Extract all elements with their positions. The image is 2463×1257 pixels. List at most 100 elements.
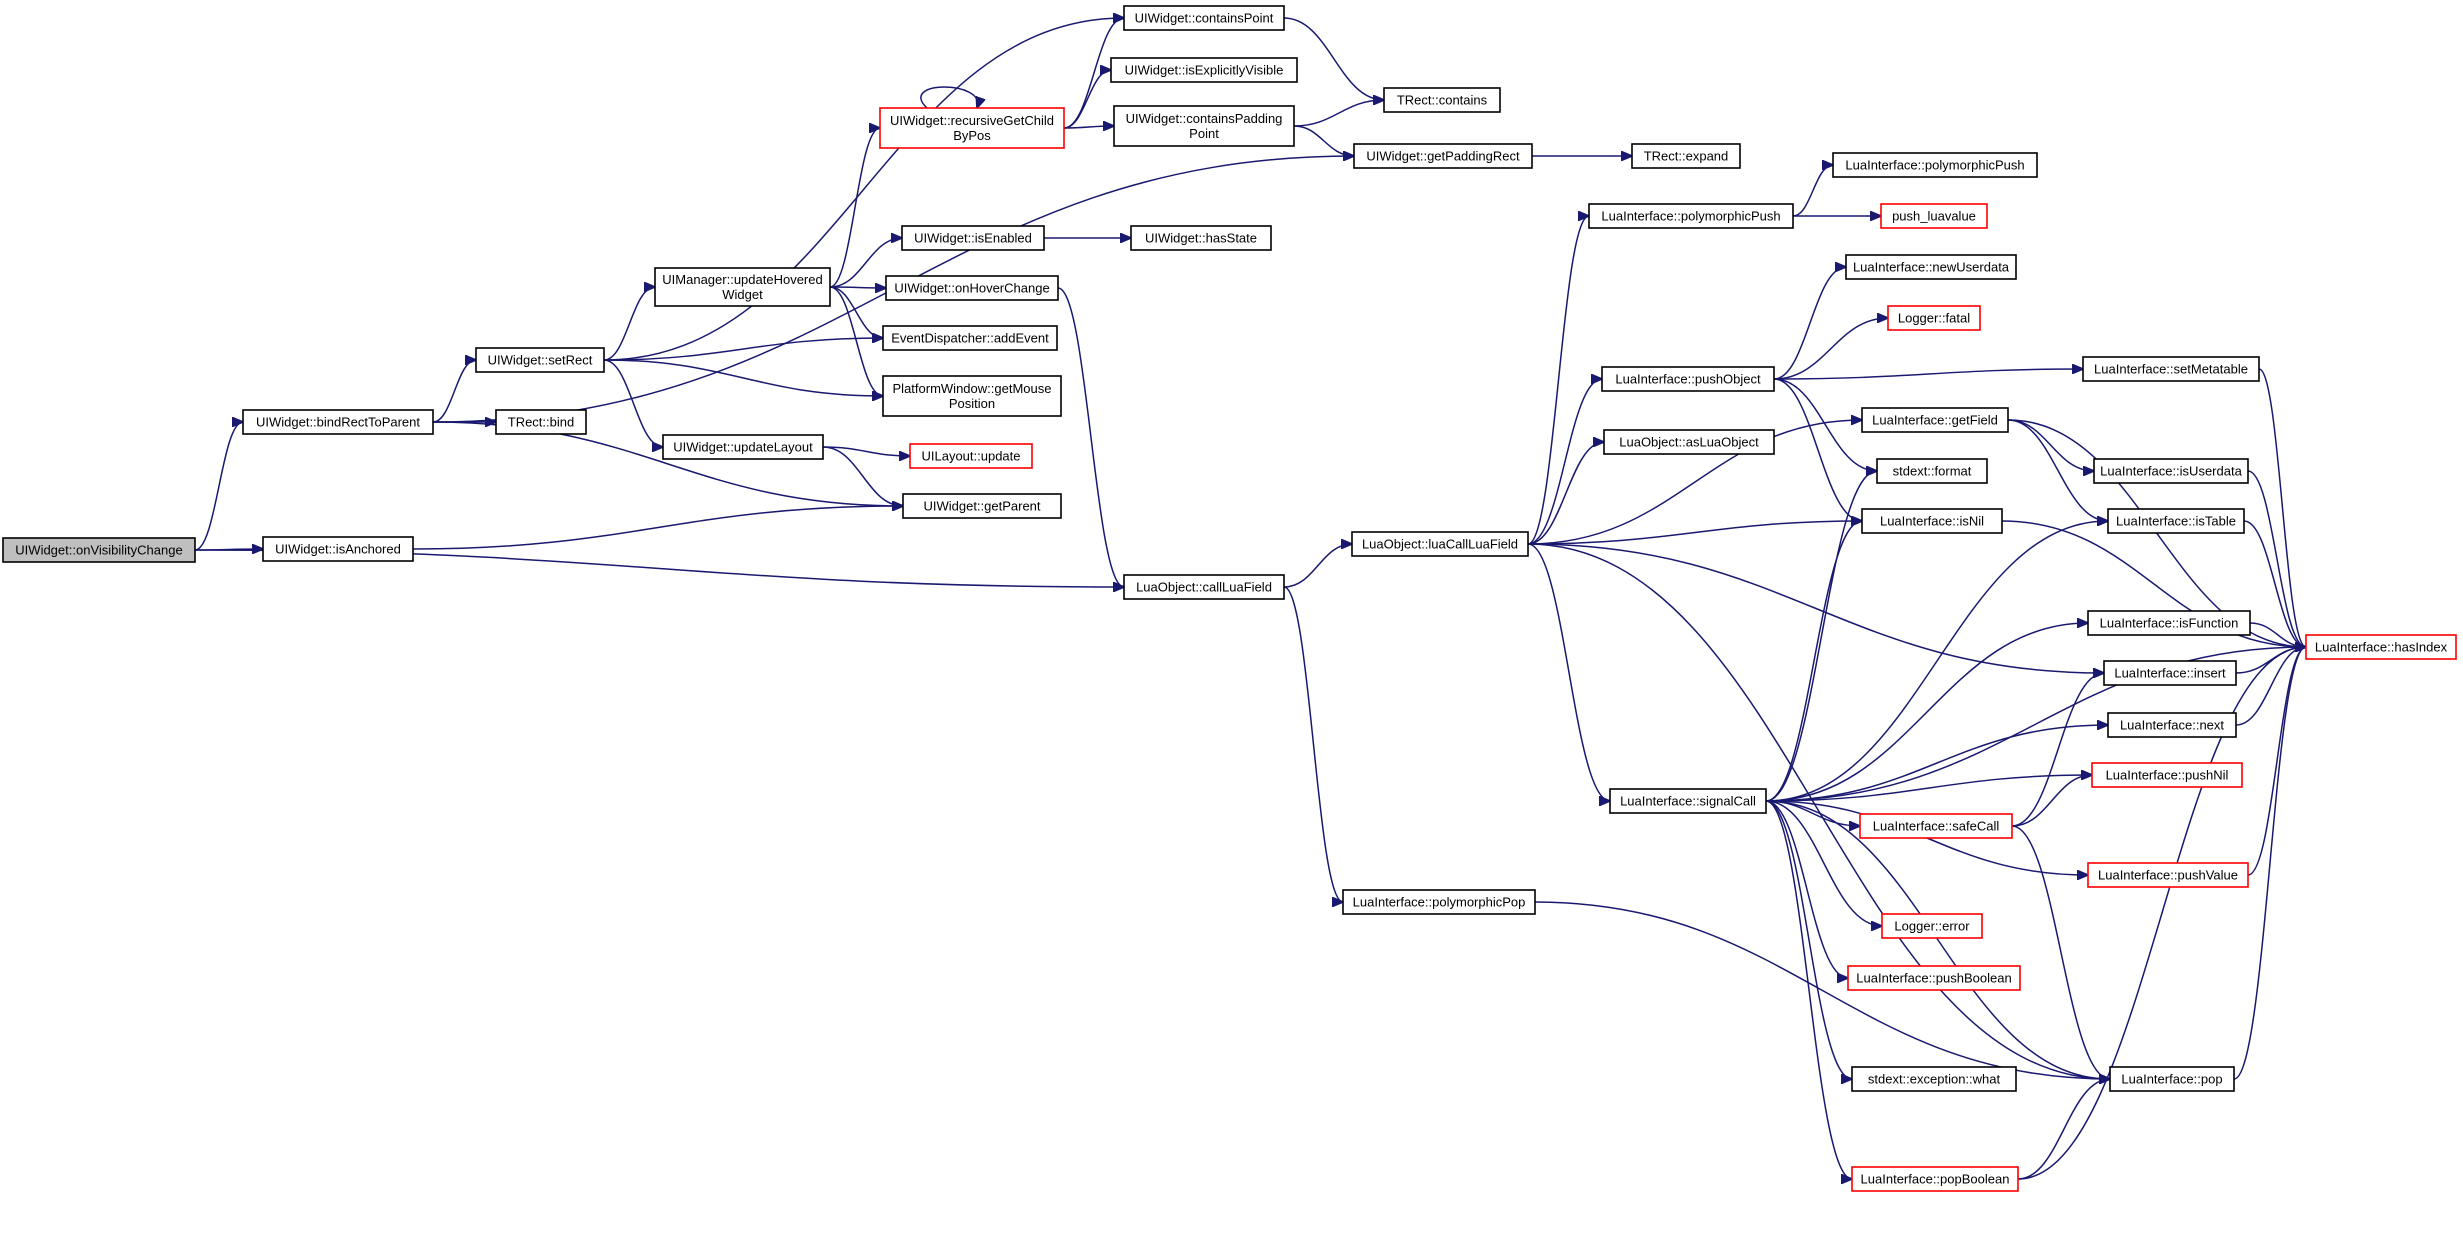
- edge-signalCall-to-pop: [1765, 800, 2110, 1079]
- edge-popBoolean-to-hasIndex: [2017, 647, 2306, 1180]
- node-uiwidget-setrect[interactable]: UIWidget::setRect: [475, 347, 605, 373]
- node-luaobject-asluaobject[interactable]: LuaObject::asLuaObject: [1603, 429, 1775, 455]
- node-uiwidget-containspoint[interactable]: UIWidget::containsPoint: [1123, 5, 1285, 31]
- edge-recursiveGetChild-to-containsPaddingPoint: [1063, 126, 1114, 128]
- node-luainterface-newuserdata[interactable]: LuaInterface::newUserdata: [1845, 254, 2017, 280]
- node-box: [654, 267, 831, 307]
- node-uiwidget-onvisibilitychange[interactable]: UIWidget::onVisibilityChange: [2, 537, 196, 563]
- node-label: LuaInterface::polymorphicPush: [1845, 158, 2024, 173]
- node-uiwidget-hasstate[interactable]: UIWidget::hasState: [1130, 225, 1272, 251]
- node-trect-expand[interactable]: TRect::expand: [1631, 143, 1741, 169]
- node-stdext-format[interactable]: stdext::format: [1876, 458, 1988, 484]
- edge-pushObject-to-loggerFatal: [1773, 318, 1888, 380]
- node-box: [1588, 203, 1794, 229]
- node-box: [901, 225, 1045, 251]
- node-label: LuaInterface::polymorphicPush: [1601, 209, 1780, 224]
- node-label: UIWidget::getParent: [923, 499, 1040, 514]
- node-box: [2109, 1066, 2235, 1092]
- node-label: LuaInterface::safeCall: [1873, 819, 2000, 834]
- node-uiwidget-onhoverchange[interactable]: UIWidget::onHoverChange: [885, 275, 1059, 301]
- node-box: [262, 536, 414, 562]
- node-label: LuaInterface::setMetatable: [2094, 362, 2248, 377]
- node-logger-fatal[interactable]: Logger::fatal: [1887, 305, 1981, 331]
- node-uiwidget-isexplicitlyvisible[interactable]: UIWidget::isExplicitlyVisible: [1110, 57, 1298, 83]
- edge-setRect-to-updateHovered: [603, 287, 655, 361]
- edge-safeCall-to-pop: [2011, 825, 2110, 1079]
- edge-onHoverChange-to-callLuaField: [1057, 287, 1124, 587]
- node-box: [909, 443, 1033, 469]
- edge-signalCall-to-exceptionWhat: [1765, 800, 1852, 1079]
- node-luainterface-isnil[interactable]: LuaInterface::isNil: [1861, 508, 2003, 534]
- edge-popBoolean-to-pop: [2017, 1079, 2110, 1180]
- edge-onVis-to-bindRect: [194, 422, 243, 551]
- node-luainterface-safecall[interactable]: LuaInterface::safeCall: [1859, 813, 2013, 839]
- node-luaobject-callluafield[interactable]: LuaObject::callLuaField: [1123, 574, 1285, 600]
- node-label: LuaInterface::newUserdata: [1853, 260, 2010, 275]
- node-label: TRect::contains: [1397, 93, 1488, 108]
- edge-updateHovered-to-onHoverChange: [829, 287, 886, 288]
- node-trect-bind[interactable]: TRect::bind: [495, 409, 587, 435]
- node-luainterface-insert[interactable]: LuaInterface::insert: [2103, 660, 2237, 686]
- node-label: LuaInterface::getField: [1872, 413, 1998, 428]
- node-label: stdext::format: [1893, 464, 1972, 479]
- node-luainterface-polymorphicpush[interactable]: LuaInterface::polymorphicPush: [1832, 152, 2038, 178]
- node-luainterface-popboolean[interactable]: LuaInterface::popBoolean: [1851, 1166, 2019, 1192]
- node-luainterface-pushnil[interactable]: LuaInterface::pushNil: [2091, 762, 2243, 788]
- edge-pushObject-to-stdFormat: [1773, 378, 1877, 471]
- node-label: UIWidget::isEnabled: [914, 231, 1032, 246]
- edge-pushObject-to-setMetatable: [1773, 369, 2083, 380]
- node-luainterface-polymorphicpop[interactable]: LuaInterface::polymorphicPop: [1342, 889, 1536, 915]
- node-label: LuaInterface::pushValue: [2098, 868, 2238, 883]
- edge-isTable-to-hasIndex: [2243, 520, 2306, 647]
- edge-setRect-to-getMousePos: [603, 359, 883, 396]
- node-luainterface-getfield[interactable]: LuaInterface::getField: [1861, 407, 2009, 433]
- edge-callLuaField-to-luaCallLuaField: [1283, 544, 1352, 588]
- node-uilayout-update[interactable]: UILayout::update: [909, 443, 1033, 469]
- node-luainterface-pushboolean[interactable]: LuaInterface::pushBoolean: [1847, 965, 2021, 991]
- node-label: LuaInterface::pushObject: [1615, 372, 1761, 387]
- edge-luaCallLuaField-to-asLuaObject: [1527, 442, 1604, 545]
- node-label: UIWidget::containsPadding: [1126, 111, 1283, 126]
- edge-luaCallLuaField-to-pop: [1527, 543, 2110, 1079]
- node-uiwidget-isenabled[interactable]: UIWidget::isEnabled: [901, 225, 1045, 251]
- node-box: [242, 409, 434, 435]
- nodes-layer: UIWidget::onVisibilityChange UIWidget::bi…: [2, 5, 2457, 1192]
- node-uiwidget-updatelayout[interactable]: UIWidget::updateLayout: [662, 434, 824, 460]
- node-box: [1601, 366, 1775, 392]
- node-box: [902, 493, 1062, 519]
- node-luainterface-isfunction[interactable]: LuaInterface::isFunction: [2087, 610, 2251, 636]
- node-uiwidget-getpaddingrect[interactable]: UIWidget::getPaddingRect: [1353, 143, 1533, 169]
- node-luainterface-signalcall[interactable]: LuaInterface::signalCall: [1609, 788, 1767, 814]
- node-label: LuaInterface::isNil: [1880, 514, 1984, 529]
- node-luainterface-polymorphicpush[interactable]: LuaInterface::polymorphicPush: [1588, 203, 1794, 229]
- node-uiwidget-isanchored[interactable]: UIWidget::isAnchored: [262, 536, 414, 562]
- node-box: [2305, 634, 2457, 660]
- node-stdext-exception-what[interactable]: stdext::exception::what: [1851, 1066, 2017, 1092]
- node-luainterface-hasindex[interactable]: LuaInterface::hasIndex: [2305, 634, 2457, 660]
- node-logger-error[interactable]: Logger::error: [1881, 913, 1983, 939]
- node-luainterface-pushobject[interactable]: LuaInterface::pushObject: [1601, 366, 1775, 392]
- node-luainterface-next[interactable]: LuaInterface::next: [2107, 712, 2237, 738]
- edge-signalCall-to-isNil: [1765, 521, 1862, 802]
- node-uiwidget-bindrecttoparent[interactable]: UIWidget::bindRectToParent: [242, 409, 434, 435]
- node-box: [2087, 610, 2251, 636]
- node-luainterface-pushvalue[interactable]: LuaInterface::pushValue: [2087, 862, 2249, 888]
- node-box: [1631, 143, 1741, 169]
- node-luaobject-luacallluafield[interactable]: LuaObject::luaCallLuaField: [1351, 531, 1529, 557]
- node-luainterface-isuserdata[interactable]: LuaInterface::isUserdata: [2093, 458, 2249, 484]
- node-push-luavalue[interactable]: push_luavalue: [1880, 203, 1988, 229]
- edge-containsPaddingPoint-to-trectContains: [1293, 100, 1384, 127]
- node-label: UIWidget::containsPoint: [1135, 11, 1274, 26]
- node-eventdispatcher-addevent[interactable]: EventDispatcher::addEvent: [882, 325, 1058, 351]
- node-trect-contains[interactable]: TRect::contains: [1383, 87, 1501, 113]
- node-luainterface-istable[interactable]: LuaInterface::isTable: [2107, 508, 2245, 534]
- node-label: TRect::bind: [508, 415, 574, 430]
- node-luainterface-pop[interactable]: LuaInterface::pop: [2109, 1066, 2235, 1092]
- node-luainterface-setmetatable[interactable]: LuaInterface::setMetatable: [2082, 356, 2260, 382]
- edge-containsPaddingPoint-to-getPaddingRect: [1293, 125, 1354, 156]
- node-uiwidget-getparent[interactable]: UIWidget::getParent: [902, 493, 1062, 519]
